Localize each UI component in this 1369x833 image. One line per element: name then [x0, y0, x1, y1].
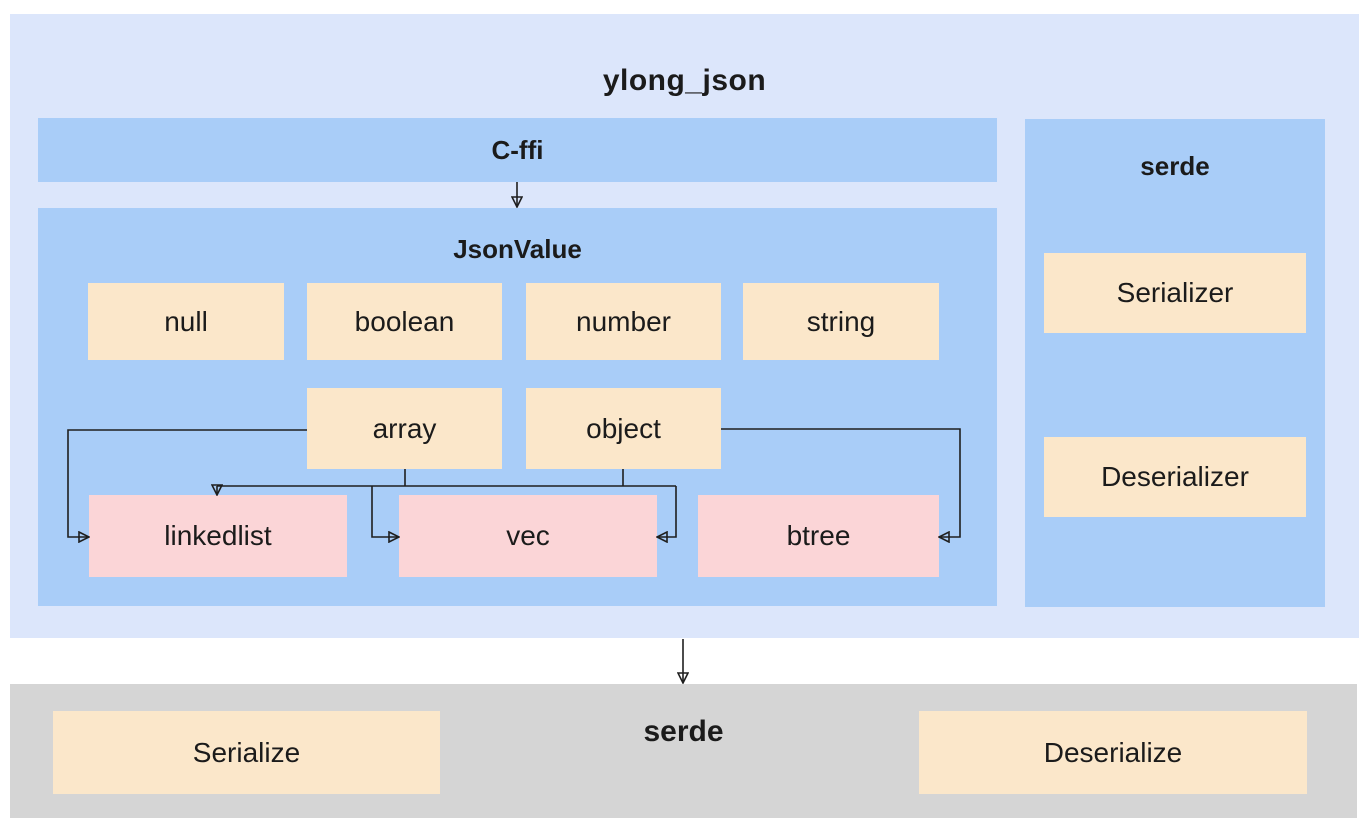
serde-panel: serde Serializer Deserializer: [1025, 119, 1325, 607]
node-serialize: Serialize: [53, 711, 440, 794]
cffi-label: C-ffi: [491, 134, 544, 165]
serde-bar-title: serde: [643, 715, 724, 748]
serde-bar: serde Serialize Deserialize: [10, 684, 1357, 818]
ylong-json-container: ylong_json C-ffi JsonValue null boolean …: [10, 14, 1359, 638]
serde-panel-title: serde: [1140, 151, 1210, 181]
cffi-bar: C-ffi: [38, 118, 997, 182]
node-object: object: [526, 388, 721, 469]
node-vec: vec: [399, 495, 657, 577]
node-serializer: Serializer: [1044, 253, 1306, 333]
jsonvalue-box: JsonValue null boolean number string arr…: [38, 208, 997, 606]
node-deserializer: Deserializer: [1044, 437, 1306, 517]
node-array: array: [307, 388, 502, 469]
node-number: number: [526, 283, 721, 360]
node-boolean: boolean: [307, 283, 502, 360]
ylong-json-title: ylong_json: [602, 64, 767, 97]
node-deserialize: Deserialize: [919, 711, 1307, 794]
node-btree: btree: [698, 495, 939, 577]
node-linkedlist: linkedlist: [89, 495, 347, 577]
jsonvalue-title: JsonValue: [453, 234, 582, 264]
node-string: string: [743, 283, 939, 360]
node-null: null: [88, 283, 284, 360]
